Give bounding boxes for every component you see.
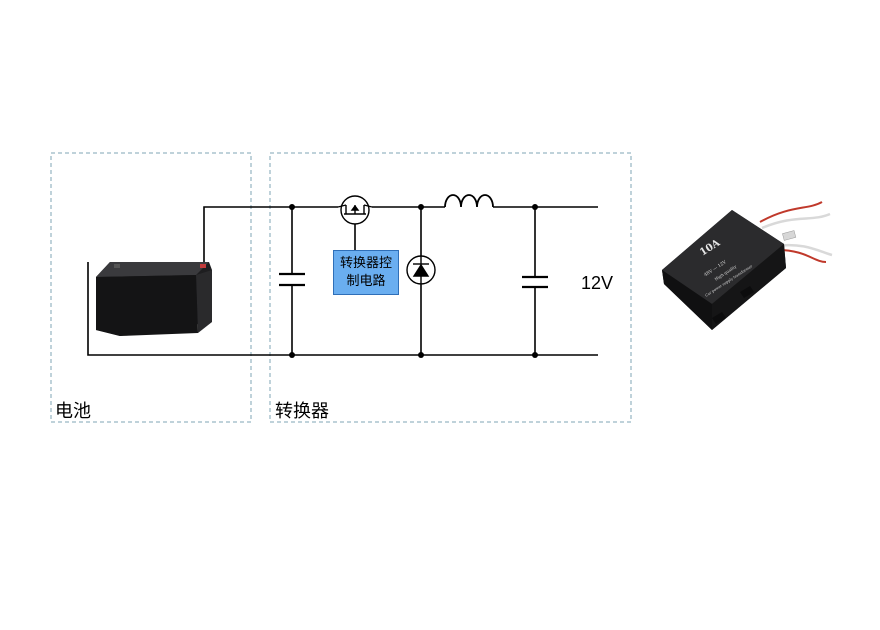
output-capacitor xyxy=(522,275,548,289)
battery-region-label: 电池 xyxy=(55,401,91,422)
converter-region-label: 转换器 xyxy=(275,401,329,422)
mosfet-switch xyxy=(337,195,373,225)
controller-circuit-box: 转换器控制电路 xyxy=(333,250,399,295)
wires xyxy=(87,206,598,356)
controller-label: 转换器控制电路 xyxy=(339,255,392,289)
battery-image xyxy=(96,262,212,336)
converter-module-image: 10A 48V — 12V High quality Car power sup… xyxy=(662,201,833,330)
converter-region-box xyxy=(269,152,632,423)
input-capacitor xyxy=(279,272,305,287)
junction-dots xyxy=(289,204,538,358)
freewheel-diode xyxy=(406,255,436,285)
inductor xyxy=(444,194,494,208)
battery-region-box xyxy=(50,152,252,423)
output-voltage-label: 12V xyxy=(581,273,614,293)
